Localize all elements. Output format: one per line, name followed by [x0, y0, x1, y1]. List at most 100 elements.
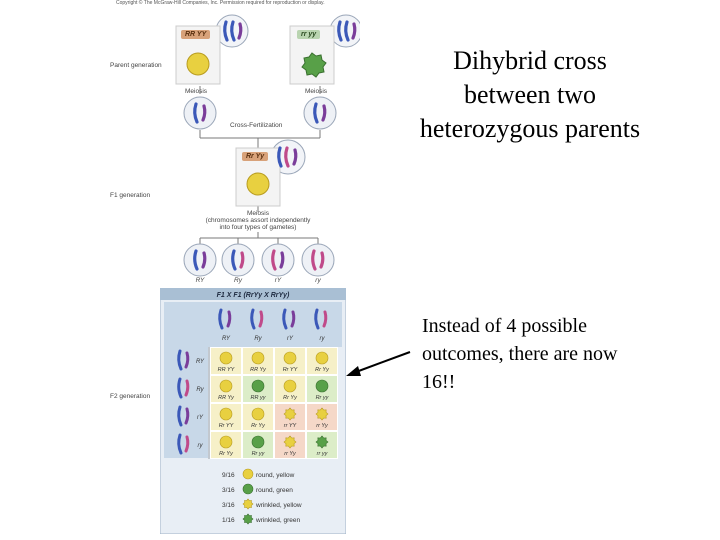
gamete-circle-rY	[261, 243, 295, 277]
legend-ratio: 9/16	[222, 472, 235, 479]
legend-label: round, yellow	[256, 472, 295, 479]
gamete-label: ry	[315, 277, 321, 284]
round-yellow-pea-icon	[219, 407, 233, 421]
arrow-head-icon	[346, 366, 361, 376]
gamete-circle-ry	[301, 243, 335, 277]
cell-genotype: Rr yy	[252, 451, 266, 457]
wrinkled-green-pea-icon	[315, 435, 329, 449]
round-yellow-pea-icon	[251, 407, 265, 421]
round-yellow-pea-icon	[186, 52, 210, 76]
meiosis-note-line2: (chromosomes assort independently	[205, 217, 311, 224]
cell-genotype: Rr YY	[219, 423, 234, 429]
column-label: Ry	[254, 336, 262, 342]
meiosis-note-line1: Meiosis	[246, 210, 270, 217]
cell-genotype: Rr Yy	[315, 367, 330, 373]
column-label: RY	[222, 336, 231, 342]
chromosome-icon	[314, 308, 320, 330]
f1-generation-label: F1 generation	[110, 192, 151, 199]
cell-genotype: Rr Yy	[219, 451, 234, 457]
cell-genotype: Rr YY	[283, 367, 298, 373]
meiosis-right-circle	[303, 96, 337, 130]
chromosome-icon	[177, 349, 183, 371]
round-yellow-pea-icon	[219, 435, 233, 449]
wrinkled-green-pea-icon	[301, 52, 327, 78]
legend-ratio: 3/16	[222, 502, 235, 509]
cell-genotype: RR Yy	[218, 395, 235, 401]
parent-left-genotype: RR YY	[181, 30, 211, 39]
chromosome-icon	[218, 308, 224, 330]
chromosome-icon	[226, 310, 232, 328]
wrinkled-yellow-pea-icon	[315, 407, 329, 421]
row-label: Ry	[196, 387, 204, 393]
meiosis-left-circle	[183, 96, 217, 130]
cell-genotype: Rr yy	[316, 395, 330, 401]
round-yellow-pea-icon	[283, 379, 297, 393]
punnett-header-bar	[160, 288, 346, 300]
chromosome-icon	[184, 351, 190, 369]
legend-ratio: 1/16	[222, 517, 235, 524]
row-label: rY	[197, 415, 204, 421]
cell-genotype: RR YY	[218, 367, 235, 373]
round-yellow-pea-icon	[219, 379, 233, 393]
chromosome-icon	[177, 405, 183, 427]
wrinkled-yellow-pea-icon	[283, 407, 297, 421]
round-green-pea-icon	[242, 483, 254, 495]
chromosome-icon	[282, 308, 288, 330]
parent-generation-label: Parent generation	[110, 62, 162, 69]
gamete-label: RY	[195, 277, 205, 284]
f2-generation-label: F2 generation	[110, 393, 151, 400]
chromosome-icon	[177, 377, 183, 399]
connector-lines	[199, 86, 321, 244]
round-green-pea-icon	[251, 379, 265, 393]
slide-title: Dihybrid cross between two heterozygous …	[405, 44, 655, 146]
title-line: Dihybrid cross	[453, 46, 607, 75]
wrinkled-yellow-pea-icon	[242, 498, 254, 510]
row-label: RY	[196, 359, 205, 365]
cell-genotype: RR yy	[251, 395, 267, 401]
cell-genotype: rr yy	[317, 451, 329, 457]
chromosome-icon	[177, 433, 183, 455]
cell-genotype: rr Yy	[316, 423, 329, 429]
cell-genotype: rr YY	[284, 423, 297, 429]
chromosome-glyphs	[193, 20, 357, 271]
chromosome-icon	[322, 310, 328, 328]
column-label: rY	[287, 336, 294, 342]
round-green-pea-icon	[315, 379, 329, 393]
wrinkled-green-pea-icon	[242, 513, 254, 525]
legend-label: wrinkled, green	[255, 517, 300, 524]
round-yellow-pea-icon	[283, 351, 297, 365]
chromosome-icon	[258, 310, 264, 328]
round-yellow-pea-icon	[219, 351, 233, 365]
round-green-pea-icon	[251, 435, 265, 449]
chromosome-icon	[290, 310, 296, 328]
wrinkled-yellow-pea-icon	[283, 435, 297, 449]
meiosis-note-line3: into four types of gametes)	[219, 224, 297, 231]
gamete-label: rY	[274, 277, 282, 284]
column-label: ry	[320, 336, 326, 342]
round-yellow-pea-icon	[246, 172, 270, 196]
note-line: outcomes, there are now	[422, 343, 618, 365]
chromosome-icon	[184, 407, 190, 425]
legend-label: wrinkled, yellow	[255, 502, 302, 509]
cell-genotype: Rr Yy	[251, 423, 266, 429]
round-yellow-pea-icon	[315, 351, 329, 365]
gamete-circle-RY	[183, 243, 217, 277]
gamete-circle-Ry	[221, 243, 255, 277]
outcome-note: Instead of 4 possible outcomes, there ar…	[422, 312, 672, 396]
chromosome-icon	[184, 379, 190, 397]
round-yellow-pea-icon	[242, 468, 254, 480]
legend-ratio: 3/16	[222, 487, 235, 494]
cell-genotype: rr Yy	[284, 451, 297, 457]
copyright-text: Copyright © The McGraw-Hill Companies, I…	[116, 0, 325, 6]
round-yellow-pea-icon	[251, 351, 265, 365]
punnett-title: F1 X F1 (RrYy X RrYy)	[217, 292, 290, 299]
legend-label: round, green	[256, 487, 293, 494]
meiosis-right-label: Meiosis	[305, 88, 328, 95]
cross-diagram	[175, 14, 360, 277]
note-line: Instead of 4 possible	[422, 315, 587, 337]
title-line: heterozygous parents	[419, 114, 641, 143]
cross-fertilization-label: Cross-Fertilization	[229, 122, 284, 129]
note-line: 16!!	[422, 371, 456, 393]
cell-genotype: Rr Yy	[283, 395, 298, 401]
